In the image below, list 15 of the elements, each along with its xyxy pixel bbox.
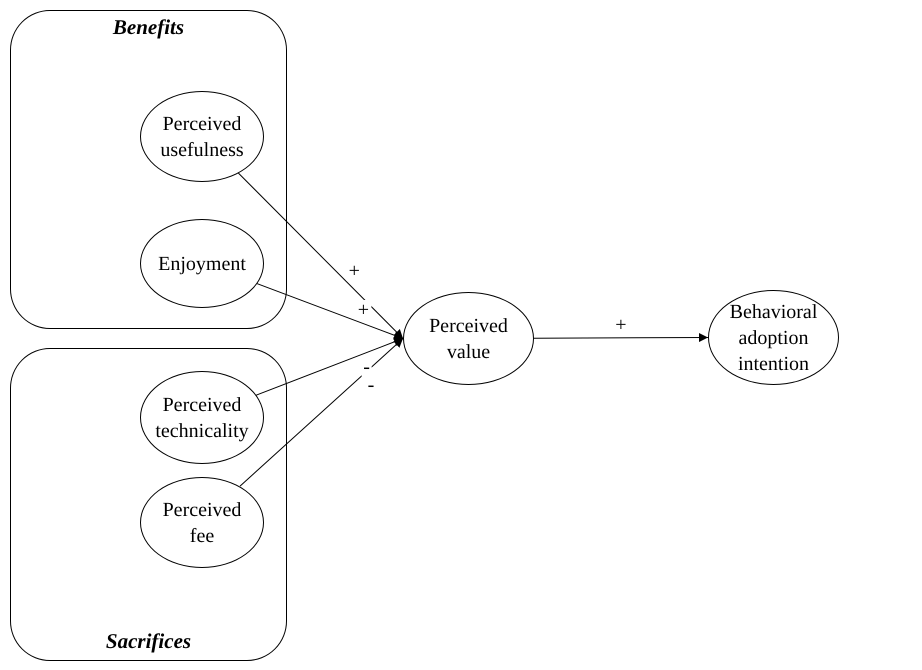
group-heading: Benefits [112, 15, 184, 39]
arrow [255, 282, 404, 340]
group-box [10, 348, 287, 661]
arrow [237, 172, 404, 339]
construct-ellipse: Behavioral adoption intention [708, 290, 839, 385]
arrow [534, 333, 708, 342]
construct-ellipse: Enjoyment [140, 219, 264, 308]
construct-ellipse: Perceived fee [140, 477, 264, 568]
group-heading: Sacrifices [106, 629, 192, 653]
arrow [256, 338, 404, 396]
arrow [240, 338, 404, 487]
construct-ellipse: Perceived usefulness [140, 91, 264, 182]
construct-ellipse: Perceived value [403, 292, 534, 385]
group-box [10, 10, 287, 329]
construct-ellipse: Perceived technicality [140, 371, 264, 464]
